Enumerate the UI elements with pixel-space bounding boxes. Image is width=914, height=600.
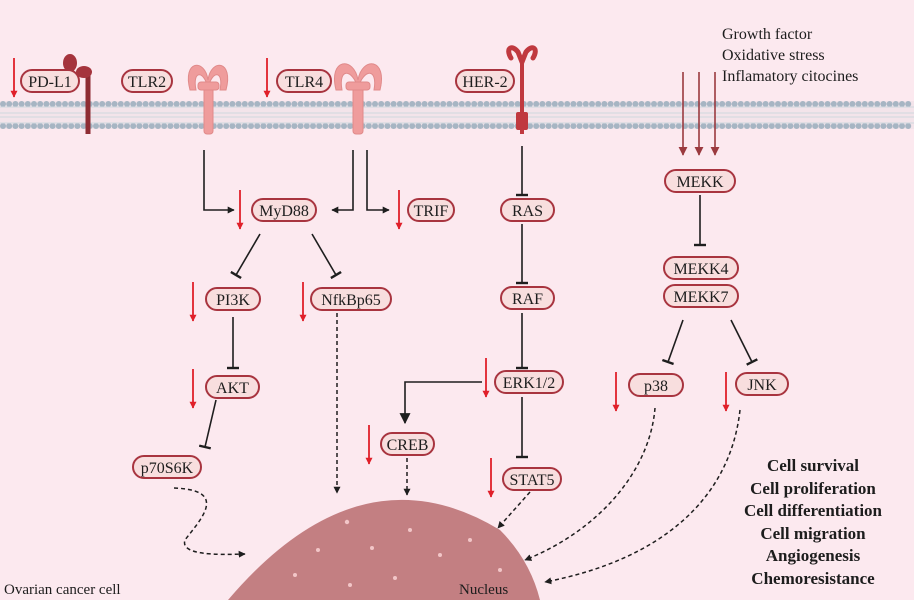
node-p38: p38 bbox=[628, 373, 684, 397]
cell-label: Ovarian cancer cell bbox=[4, 582, 121, 598]
node-stat5: STAT5 bbox=[502, 467, 562, 491]
outcome-angiogenesis: Angiogenesis bbox=[765, 546, 861, 565]
cell-membrane bbox=[0, 101, 914, 129]
stimulus-arrows bbox=[678, 72, 720, 156]
outcome-migration: Cell migration bbox=[760, 523, 866, 543]
node-tlr4: TLR4 bbox=[276, 69, 332, 93]
stimulus-growth-factor: Growth factor bbox=[722, 26, 813, 43]
outcome-chemoresistance: Chemoresistance bbox=[751, 568, 875, 588]
stimulus-list: Growth factor Oxidative stress Inflamato… bbox=[722, 24, 858, 87]
stimulus-inflammatory-cytokines: Inflamatory citocines bbox=[722, 68, 859, 85]
node-myd88: MyD88 bbox=[251, 198, 317, 222]
outcome-list: Cell survival Cell proliferation Cell di… bbox=[723, 455, 903, 590]
outcome-proliferation: Cell proliferation bbox=[750, 478, 876, 498]
her2-receptor-icon bbox=[506, 45, 538, 134]
node-p70s6k: p70S6K bbox=[132, 455, 202, 479]
stimulus-oxidative-stress: Oxidative stress bbox=[722, 47, 825, 64]
node-mekk7: MEKK7 bbox=[663, 284, 739, 308]
nuclear-translocation-arrows bbox=[173, 313, 741, 585]
node-pdl1: PD-L1 bbox=[20, 69, 80, 93]
node-trif: TRIF bbox=[407, 198, 455, 222]
node-creb: CREB bbox=[380, 432, 435, 456]
outcome-survival: Cell survival bbox=[766, 456, 860, 475]
node-mekk: MEKK bbox=[664, 169, 736, 193]
node-raf: RAF bbox=[500, 286, 555, 310]
nucleus-label: Nucleus bbox=[459, 582, 509, 598]
node-mekk4: MEKK4 bbox=[663, 256, 739, 280]
signaling-edges bbox=[198, 146, 758, 459]
node-her2: HER-2 bbox=[455, 69, 515, 93]
tlr4-receptor-icon bbox=[334, 63, 382, 135]
node-erk: ERK1/2 bbox=[494, 370, 564, 394]
outcome-differentiation: Cell differentiation bbox=[743, 501, 883, 520]
node-ras: RAS bbox=[500, 198, 555, 222]
nucleus bbox=[228, 499, 540, 600]
node-akt: AKT bbox=[205, 375, 260, 399]
downregulation-arrows bbox=[10, 58, 730, 498]
node-tlr2: TLR2 bbox=[121, 69, 173, 93]
node-pi3k: PI3K bbox=[205, 287, 261, 311]
node-nfkb: NfkBp65 bbox=[310, 287, 392, 311]
tlr2-receptor-icon bbox=[187, 64, 229, 135]
pdl1-receptor-icon bbox=[63, 54, 92, 134]
node-jnk: JNK bbox=[735, 372, 789, 396]
